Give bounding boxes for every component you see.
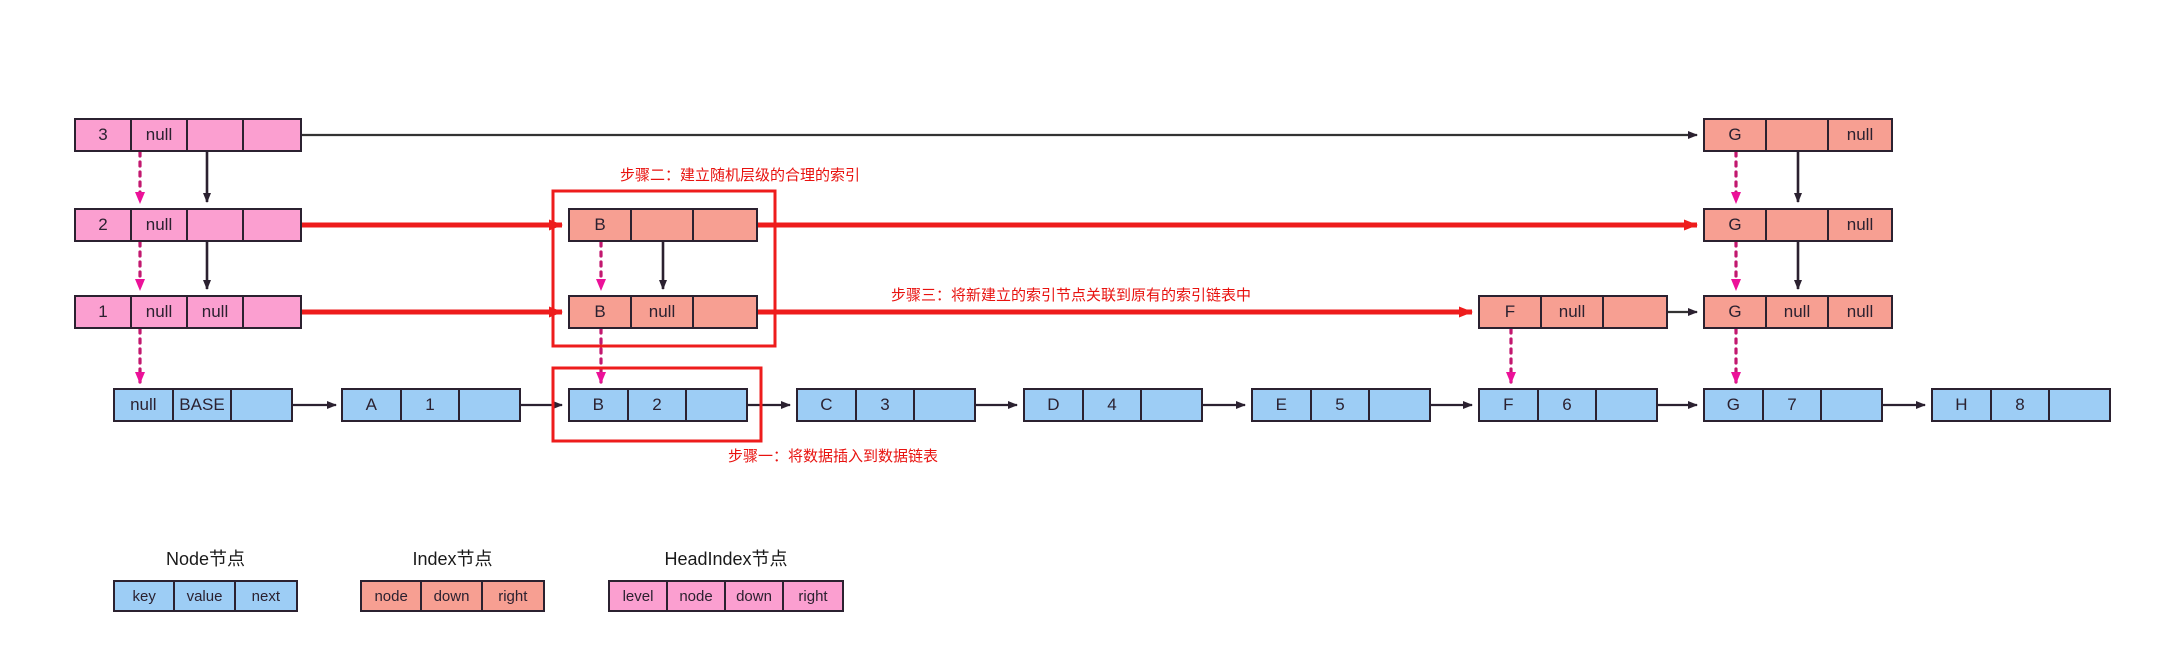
data-g-cell-value: 7	[1763, 390, 1823, 420]
data-d-cell-key: D	[1025, 390, 1084, 420]
index-b-level-1-cell-right	[694, 297, 756, 327]
index-b-level-1-cell-down: null	[632, 297, 694, 327]
legend-index-cell-right: right	[482, 582, 543, 610]
legend-headindex-cell-level: level	[610, 582, 668, 610]
index-f-level-1-cell-down: null	[1542, 297, 1604, 327]
annotation-step3: 步骤三：将新建立的索引节点关联到原有的索引链表中	[891, 287, 1252, 304]
head-level-2-cell-right	[244, 210, 300, 240]
legend-headindex-cell-down: down	[726, 582, 784, 610]
highlight-new-data-node	[551, 366, 763, 443]
data-base-cell-next	[232, 390, 291, 420]
legend-headindex-cell-node: node	[668, 582, 726, 610]
data-c-cell-value: 3	[856, 390, 916, 420]
index-b-level-2: B	[568, 208, 758, 242]
data-a-cell-value: 1	[401, 390, 461, 420]
head-level-3-cell-right	[244, 120, 300, 150]
highlight-new-index-nodes	[551, 189, 777, 348]
legend-index-cell-down: down	[422, 582, 483, 610]
index-g-level-3-cell-right: null	[1829, 120, 1891, 150]
data-base-cell-value: BASE	[173, 390, 233, 420]
legend-headindex-cell-right: right	[784, 582, 842, 610]
index-b-level-2-cell-down	[632, 210, 694, 240]
legend-headindex-title: HeadIndex节点	[664, 549, 788, 569]
data-e-cell-value: 5	[1311, 390, 1371, 420]
legend-node-title: Node节点	[165, 549, 246, 569]
head-level-2-cell-level: 2	[76, 210, 132, 240]
index-f-level-1-cell-right	[1604, 297, 1666, 327]
index-g-level-2-cell-node: G	[1705, 210, 1767, 240]
data-c-cell-next	[915, 390, 974, 420]
data-d-cell-next	[1142, 390, 1201, 420]
index-g-level-2-cell-right: null	[1829, 210, 1891, 240]
head-level-1-cell-down: null	[188, 297, 244, 327]
index-b-level-1-cell-node: B	[570, 297, 632, 327]
head-level-2-cell-node: null	[132, 210, 188, 240]
data-b-cell-next	[687, 390, 746, 420]
legend-index-title: Index节点	[412, 549, 493, 569]
head-level-3-cell-down	[188, 120, 244, 150]
data-f-cell-key: F	[1480, 390, 1539, 420]
legend-node-cell-value: value	[175, 582, 236, 610]
data-f-cell-value: 6	[1538, 390, 1598, 420]
index-g-level-3-cell-down	[1767, 120, 1829, 150]
data-h-cell-key: H	[1933, 390, 1992, 420]
index-b-level-2-cell-right	[694, 210, 756, 240]
head-level-3-cell-node: null	[132, 120, 188, 150]
index-b-level-2-cell-node: B	[570, 210, 632, 240]
data-h-cell-value: 8	[1991, 390, 2051, 420]
data-base-cell-key: null	[115, 390, 174, 420]
head-level-1-cell-node: null	[132, 297, 188, 327]
data-b-cell-value: 2	[628, 390, 688, 420]
data-b-cell-key: B	[570, 390, 629, 420]
legend-index-cell-node: node	[362, 582, 423, 610]
index-g-level-1-cell-down: null	[1767, 297, 1829, 327]
legend-node-cell-key: key	[115, 582, 176, 610]
index-g-level-2-cell-down	[1767, 210, 1829, 240]
data-e-cell-key: E	[1253, 390, 1312, 420]
index-g-level-3-cell-node: G	[1705, 120, 1767, 150]
data-a-cell-next	[460, 390, 519, 420]
data-f-cell-next	[1597, 390, 1656, 420]
index-f-level-1-cell-node: F	[1480, 297, 1542, 327]
data-d-cell-value: 4	[1083, 390, 1143, 420]
head-level-1-cell-level: 1	[76, 297, 132, 327]
data-g-cell-next	[1822, 390, 1881, 420]
head-level-1-cell-right	[244, 297, 300, 327]
data-g-cell-key: G	[1705, 390, 1764, 420]
annotation-step2: 步骤二：建立随机层级的合理的索引	[620, 167, 861, 184]
head-level-2-cell-down	[188, 210, 244, 240]
legend-node-cell-next: next	[235, 582, 296, 610]
data-c-cell-key: C	[798, 390, 857, 420]
head-level-3-cell-level: 3	[76, 120, 132, 150]
index-g-level-1-cell-node: G	[1705, 297, 1767, 327]
highlight-boxes	[551, 189, 777, 443]
data-e-cell-next	[1370, 390, 1429, 420]
index-g-level-1-cell-right: null	[1829, 297, 1891, 327]
data-h-cell-next	[2050, 390, 2109, 420]
data-a-cell-key: A	[343, 390, 402, 420]
annotation-step1: 步骤一：将数据插入到数据链表	[728, 448, 939, 465]
